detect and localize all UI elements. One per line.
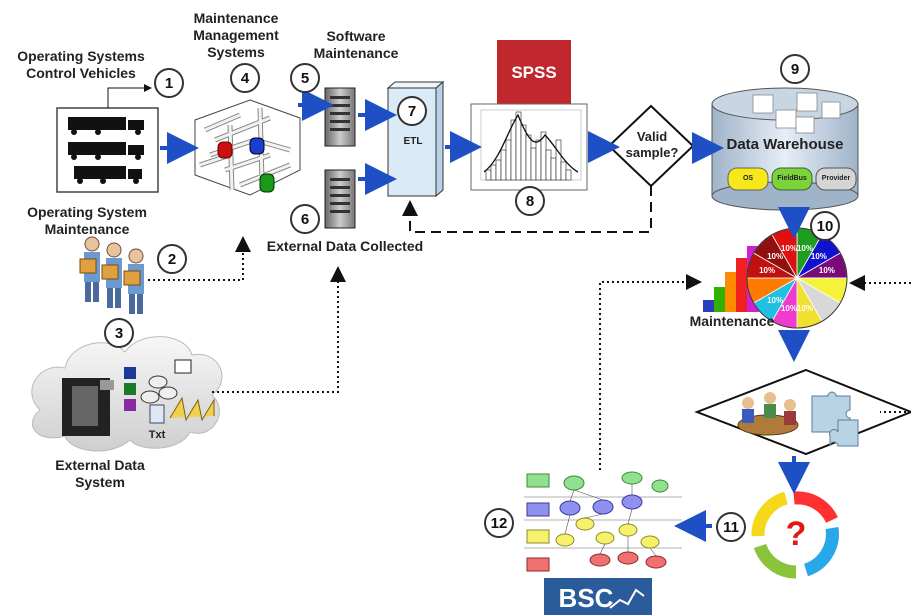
step-10-marker: 10 xyxy=(810,211,840,241)
external-data-collected-label: External Data Collected xyxy=(266,238,424,254)
external-data-server-icon xyxy=(324,169,356,229)
dw-fieldbus-label: FieldBus xyxy=(777,175,807,182)
maintenance-system-maze-icon xyxy=(194,99,301,196)
spss-logo xyxy=(497,40,571,106)
dw-os-label: OS xyxy=(742,175,754,182)
step-2-marker: 2 xyxy=(157,244,187,274)
puzzle-pieces-icon xyxy=(811,391,859,447)
os-control-vehicles-label: Operating Systems Control Vehicles xyxy=(17,48,145,81)
red-database-icon xyxy=(217,141,233,159)
software-maintenance-label: Software Maintenance xyxy=(313,28,399,61)
step-11-marker: 11 xyxy=(716,512,746,542)
pie-slice-label: 10% xyxy=(811,252,827,261)
vehicle-fleet-icon xyxy=(56,107,159,193)
etl-label: ETL xyxy=(403,136,423,147)
bsc-logo xyxy=(544,578,652,615)
meeting-people-icon xyxy=(737,392,799,436)
green-database-icon xyxy=(259,173,275,193)
key-file-icon xyxy=(124,399,136,411)
data-warehouse-label: Data Warehouse xyxy=(726,136,844,153)
valid-sample-label: Valid sample? xyxy=(625,129,679,160)
flow-arrows xyxy=(160,89,810,542)
database-disks-icon xyxy=(140,375,178,404)
data-wave-icon xyxy=(169,396,215,422)
step-9-marker: 9 xyxy=(780,54,810,84)
step-7-marker: 7 xyxy=(397,96,427,126)
spss-label: SPSS xyxy=(511,63,557,82)
hardware-device-icon xyxy=(62,378,114,436)
spss-histogram-chart xyxy=(470,103,588,191)
maintenance-pie-chart: 10%10%10%10%10%10%10%10%10% xyxy=(746,227,848,329)
bsc-label: BSC xyxy=(558,583,614,613)
dw-provider-label: Provider xyxy=(821,175,851,182)
step-12-marker: 12 xyxy=(484,508,514,538)
data-cubes-icon xyxy=(752,92,841,134)
pie-slice-label: 10% xyxy=(767,252,783,261)
question-mark-icon: ? xyxy=(785,515,807,553)
pie-slice-label: 10% xyxy=(797,304,813,313)
pie-slice-label: 10% xyxy=(767,296,783,305)
meeting-decision-diamond xyxy=(694,368,911,456)
pie-slice-label: 10% xyxy=(819,266,835,275)
feedback-connectors xyxy=(148,186,911,470)
question-cycle-icon xyxy=(751,491,839,579)
word-file-icon xyxy=(124,367,136,379)
pie-slice-label: 10% xyxy=(797,244,813,253)
maintenance-label: Maintenance xyxy=(689,313,775,329)
pie-slice-label: 10% xyxy=(759,266,775,275)
maintenance-workers-icon xyxy=(79,236,144,314)
txt-label: Txt xyxy=(148,429,166,441)
step-4-marker: 4 xyxy=(230,63,260,93)
text-file-icon xyxy=(149,404,165,424)
step-8-marker: 8 xyxy=(515,186,545,216)
maintenance-management-label: Maintenance Management Systems xyxy=(193,10,279,60)
step-3-marker: 3 xyxy=(104,318,134,348)
os-maintenance-label: Operating System Maintenance xyxy=(27,204,147,237)
pie-slice-label: 10% xyxy=(781,244,797,253)
blue-database-icon xyxy=(249,137,265,155)
software-maintenance-server-icon xyxy=(324,87,356,147)
external-data-system-label: External Data System xyxy=(55,457,145,490)
bsc-strategy-map xyxy=(524,468,682,580)
computer-icon xyxy=(174,359,192,374)
step-1-marker: 1 xyxy=(154,68,184,98)
pie-slice-label: 10% xyxy=(781,304,797,313)
step-5-marker: 5 xyxy=(290,63,320,93)
excel-file-icon xyxy=(124,383,136,395)
step-6-marker: 6 xyxy=(290,204,320,234)
